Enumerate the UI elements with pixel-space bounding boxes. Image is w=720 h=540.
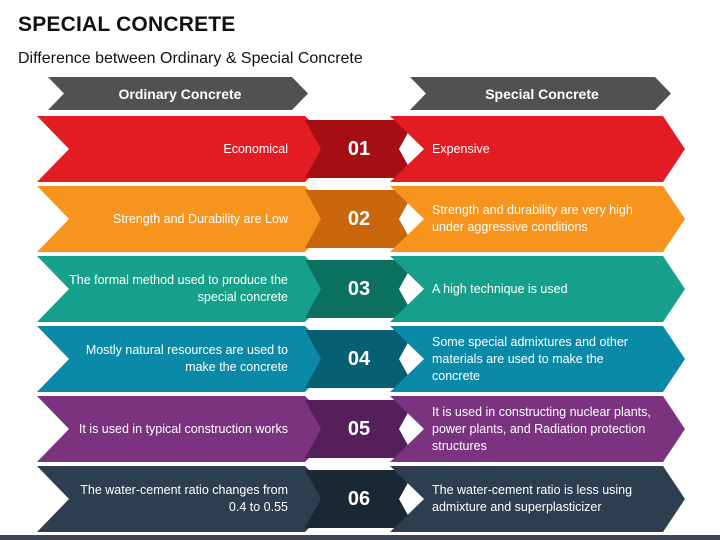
- row-6-number-block: [305, 470, 415, 528]
- footer-bar: [0, 535, 720, 540]
- header-ordinary-label: Ordinary Concrete: [118, 85, 242, 102]
- row-3-special-text: A high technique is used: [432, 281, 568, 296]
- header-special-label: Special Concrete: [485, 85, 599, 102]
- row-6-ordinary-text: The water-cement ratio changes from 0.4 …: [80, 483, 288, 514]
- row-3-left-arrow: [37, 256, 338, 322]
- row-1-left-arrow: [37, 116, 338, 182]
- row-5-special-text: It is used in constructing nuclear plant…: [432, 404, 651, 453]
- page-title: SPECIAL CONCRETE: [18, 13, 236, 36]
- row-5-right-arrow: [390, 396, 685, 462]
- row-5-number: 05: [347, 417, 371, 440]
- row-2-ordinary-text: Strength and Durability are Low: [112, 211, 288, 226]
- row-3-number: 03: [347, 277, 371, 300]
- row-2-number: 02: [347, 207, 371, 230]
- row-2-right-arrow: [390, 186, 685, 252]
- row-1-number-block: [305, 120, 415, 178]
- row-1-number: 01: [347, 137, 371, 160]
- row-4-ordinary-text: Mostly natural resources are used to mak…: [85, 343, 288, 374]
- row-4-left-arrow: [37, 326, 338, 392]
- row-1-ordinary-text: Economical: [223, 141, 288, 156]
- row-1-right-arrow: [390, 116, 685, 182]
- header-special-chevron: [410, 77, 671, 110]
- row-5-ordinary-text: It is used in typical construction works: [78, 421, 288, 436]
- row-2-number-block: [305, 190, 415, 248]
- row-5-left-arrow: [37, 396, 338, 462]
- row-4-right-arrow: [390, 326, 685, 392]
- row-4-number-block: [305, 330, 415, 388]
- row-5-number-block: [305, 400, 415, 458]
- page-subtitle: Difference between Ordinary & Special Co…: [18, 50, 363, 67]
- row-6-left-arrow: [37, 466, 338, 532]
- row-2-left-arrow: [37, 186, 338, 252]
- row-3-number-block: [305, 260, 415, 318]
- row-3-right-arrow: [390, 256, 685, 322]
- header-ordinary-chevron: [48, 77, 308, 110]
- row-2-special-text: Strength and durability are very high un…: [432, 203, 633, 234]
- row-3-ordinary-text: The formal method used to produce the sp…: [69, 273, 288, 304]
- row-6-right-arrow: [390, 466, 685, 532]
- row-6-number: 06: [347, 487, 371, 510]
- row-1-special-text: Expensive: [432, 141, 490, 156]
- row-4-number: 04: [347, 347, 371, 370]
- row-4-special-text: Some special admixtures and other materi…: [432, 334, 628, 383]
- row-6-special-text: The water-cement ratio is less using adm…: [432, 483, 633, 514]
